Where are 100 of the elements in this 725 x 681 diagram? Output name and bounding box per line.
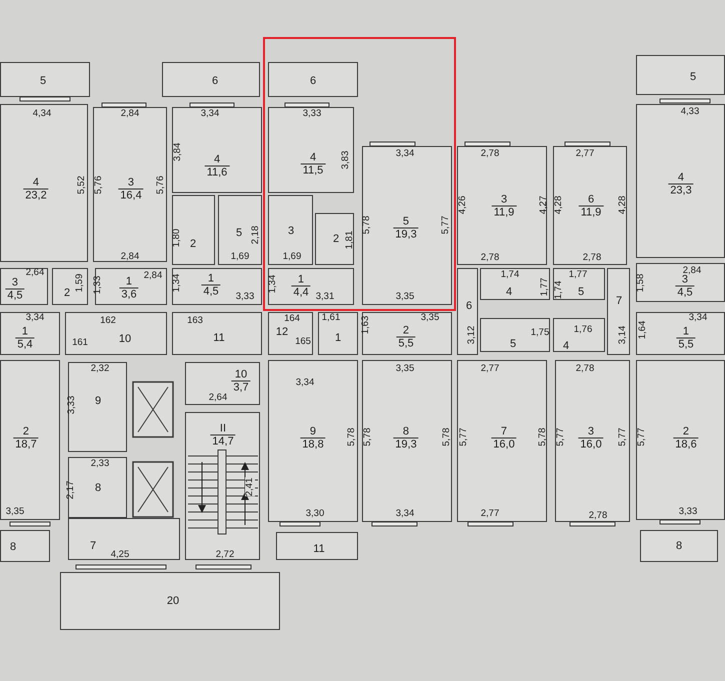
room-number: 1 [206, 272, 216, 284]
room-outline [362, 360, 452, 522]
dimension-label: 2,78 [582, 253, 602, 263]
room-outline [636, 263, 725, 302]
dimension-label: 3,35 [396, 364, 414, 374]
dimension-label: 1,59 [75, 274, 85, 292]
room-area: 3,7 [231, 380, 251, 394]
room-area: 23,2 [23, 188, 49, 202]
dimension-label: 164 [284, 314, 300, 324]
dimension-label: 1,58 [636, 274, 646, 292]
dimension-label: 1,61 [322, 313, 340, 323]
room-area: 11,5 [300, 164, 326, 176]
room-number: 3 [680, 274, 688, 286]
room-area: 4,5 [675, 286, 695, 298]
room-number: 7 [500, 426, 508, 438]
room-outline [636, 360, 725, 520]
room-number: 1 [334, 332, 342, 344]
room-outline [268, 312, 313, 355]
room-number: 4 [308, 152, 318, 164]
room-outline [268, 62, 358, 97]
dimension-label: 3,34 [396, 149, 414, 159]
room-area: 19,3 [393, 228, 419, 240]
room-outline [162, 62, 260, 97]
room-outline [68, 362, 127, 452]
room-area: 11,6 [204, 166, 230, 178]
dimension-label: 2,84 [120, 109, 140, 119]
room-number: 2 [402, 324, 410, 336]
dimension-label: 5,78 [363, 428, 373, 446]
dimension-label: 4,34 [32, 109, 52, 119]
room-outline [457, 146, 547, 265]
dimension-label: 2,64 [26, 268, 44, 278]
room-outline [636, 312, 725, 355]
dimension-label: 4,26 [458, 196, 468, 214]
room-outline [52, 268, 88, 305]
dimension-label: 3,33 [678, 507, 698, 517]
room-number: 2 [22, 426, 30, 438]
room-number: 1 [124, 276, 134, 288]
room-number: 1 [682, 326, 690, 338]
room-outline [0, 62, 90, 97]
room-outline [172, 312, 262, 355]
dimension-label: 3,33 [67, 396, 77, 414]
dimension-label: 2,78 [588, 511, 608, 521]
room-area: 18,8 [300, 438, 326, 450]
room-outline [172, 107, 262, 193]
dimension-label: 5,76 [156, 176, 166, 194]
dimension-label: 5,77 [441, 216, 451, 234]
room-outline [0, 104, 88, 262]
dimension-label: 2,33 [90, 459, 110, 469]
room-area: 3,6 [119, 288, 139, 300]
dimension-label: 5,78 [442, 428, 452, 446]
room-outline [636, 55, 725, 95]
dimension-label: 2,77 [480, 364, 500, 374]
room-outline [555, 360, 630, 522]
room-number: 11 [313, 543, 325, 555]
dimension-label: 3,33 [236, 292, 254, 302]
room-number: 1 [20, 326, 30, 338]
dimension-label: 2,78 [480, 253, 500, 263]
room-area: 14,7 [210, 434, 236, 448]
room-number: 4 [32, 176, 40, 188]
room-area: 11,9 [578, 206, 604, 218]
room-outline [553, 146, 627, 265]
room-number: 1 [296, 274, 306, 286]
dimension-label: 2,84 [120, 252, 140, 262]
room-area: 18,6 [673, 438, 699, 450]
room-outline [172, 195, 215, 265]
room-outline [457, 268, 478, 355]
dimension-label: 3,30 [306, 509, 324, 519]
dimension-label: 2,32 [90, 364, 110, 374]
dimension-label: 1,63 [361, 316, 371, 334]
room-number: 9 [94, 395, 102, 407]
room-area: 16,0 [491, 438, 517, 450]
room-area: 11,9 [492, 206, 516, 218]
room-area: 4,4 [291, 286, 311, 298]
dimension-label: 4,28 [554, 196, 564, 214]
dimension-label: 3,34 [296, 378, 314, 388]
dimension-label: 3,84 [173, 142, 183, 162]
dimension-label: 163 [187, 316, 203, 326]
dimension-label: 2,18 [251, 226, 261, 244]
room-number: 6 [466, 300, 472, 312]
dimension-label: 3,34 [688, 313, 708, 323]
room-number: 5 [40, 75, 46, 87]
room-number: 3 [288, 225, 294, 237]
dimension-label: 5,76 [94, 176, 104, 194]
dimension-label: 2,84 [682, 266, 702, 276]
room-outline [65, 312, 167, 355]
dimension-label: 3,14 [618, 326, 628, 344]
dimension-label: 5,78 [347, 428, 357, 446]
dimension-label: 1,77 [568, 270, 588, 280]
dimension-label: 1,77 [540, 278, 550, 296]
dimension-label: 4,27 [539, 196, 549, 214]
room-number: 2 [190, 238, 196, 250]
room-area: 19,3 [393, 438, 419, 450]
room-number: 8 [402, 426, 410, 438]
room-number: 5 [690, 71, 696, 83]
room-number: 5 [236, 227, 242, 239]
room-outline [640, 530, 718, 562]
dimension-label: 2,84 [144, 271, 162, 281]
room-number: 2 [332, 233, 340, 245]
room-outline [185, 362, 260, 405]
dimension-label: 5,77 [556, 428, 566, 446]
